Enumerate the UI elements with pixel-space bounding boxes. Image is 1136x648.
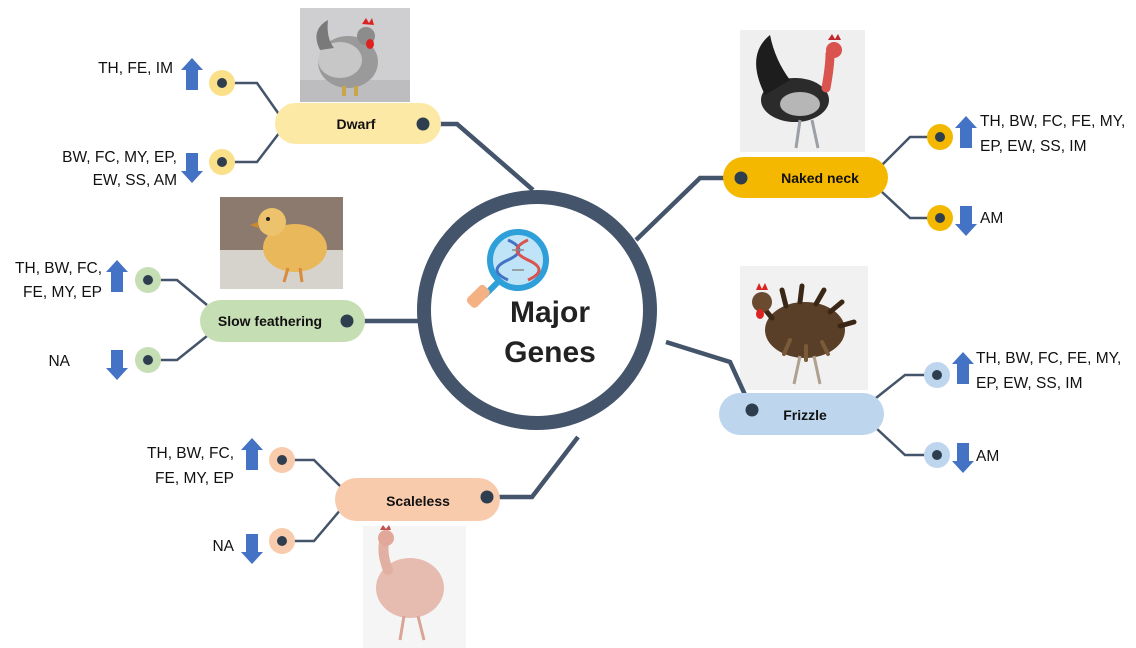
down-arrow-icon [955,206,977,236]
gene-node-dwarf: Dwarf TH, FE, IM BW, FC, MY, EP, EW, SS,… [62,58,441,189]
gene-pill-scaleless [335,478,500,521]
down-arrow-icon [181,153,203,183]
scaleless-chicken-photo [363,525,466,648]
gene-label-dwarf: Dwarf [337,116,376,132]
up-arrow-icon [952,352,974,384]
gene-label-frizzle: Frizzle [783,407,827,423]
up-arrow-icon [106,260,128,292]
gene-pill-naked-neck [723,157,888,198]
center-title-line2: Genes [504,336,596,369]
trait-down-text: AM [980,210,1003,227]
trait-down-text: EW, SS, AM [93,172,177,189]
trait-up-text: TH, FE, IM [98,60,173,77]
dna-magnifier-icon [466,229,549,308]
gene-pill-frizzle [719,393,884,435]
gene-label-scaleless: Scaleless [386,493,450,509]
trait-down-text: NA [48,353,70,370]
frizzle-chicken-photo [740,266,868,390]
gene-node-naked-neck: Naked neck TH, BW, FC, FE, MY, EP, EW, S… [723,113,1125,236]
up-arrow-icon [241,438,263,470]
trait-down-text: AM [976,448,999,465]
trait-up-text: TH, BW, FC, [147,445,234,462]
dwarf-chicken-photo [300,8,410,102]
up-arrow-icon [955,116,977,148]
central-hub: Major Genes [417,190,657,430]
gene-label-naked-neck: Naked neck [781,170,859,186]
trait-up-text: EP, EW, SS, IM [980,138,1087,155]
down-arrow-icon [106,350,128,380]
gene-node-slow-feathering: Slow feathering TH, BW, FC, FE, MY, EP N… [15,260,365,380]
down-arrow-icon [952,443,974,473]
trait-up-text: TH, BW, FC, FE, MY, [980,113,1125,130]
trait-up-text: EP, EW, SS, IM [976,375,1083,392]
trait-up-text: FE, MY, EP [155,470,234,487]
gene-label-slow-feathering: Slow feathering [218,313,322,329]
trait-down-text: NA [212,538,234,555]
gene-pill-slow-feathering [200,300,365,342]
naked-neck-chicken-photo [740,30,865,152]
gene-node-scaleless: Scaleless TH, BW, FC, FE, MY, EP NA [147,438,500,564]
trait-up-text: FE, MY, EP [23,284,102,301]
chick-photo [220,197,343,289]
down-arrow-icon [241,534,263,564]
up-arrow-icon [181,58,203,90]
center-title-line1: Major [510,296,590,329]
central-ring [417,190,657,430]
gene-pill-dwarf [275,103,441,144]
gene-node-frizzle: Frizzle TH, BW, FC, FE, MY, EP, EW, SS, … [719,350,1121,473]
trait-up-text: TH, BW, FC, [15,260,102,277]
trait-down-text: BW, FC, MY, EP, [62,149,177,166]
trait-up-text: TH, BW, FC, FE, MY, [976,350,1121,367]
